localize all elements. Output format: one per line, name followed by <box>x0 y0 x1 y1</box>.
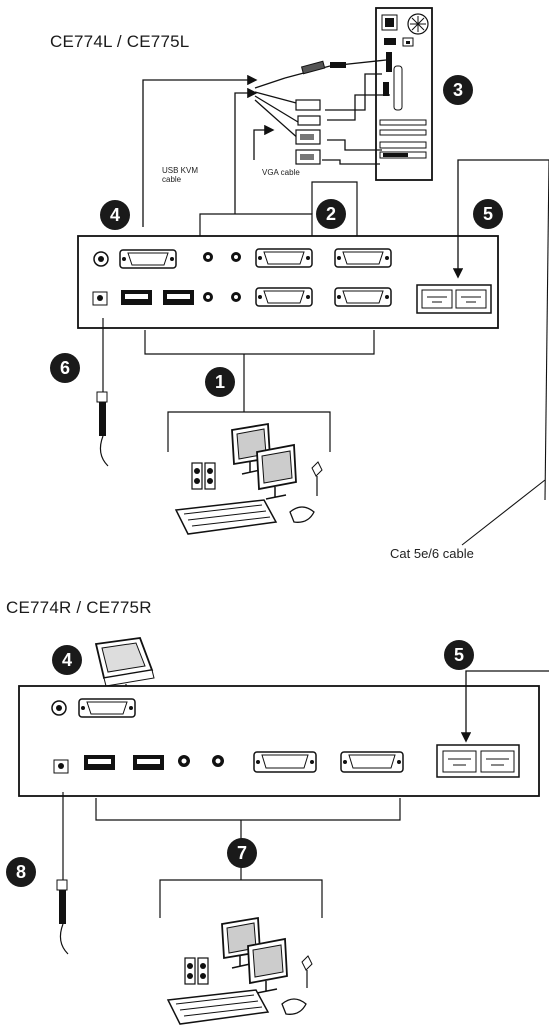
bracket-1 <box>144 330 375 452</box>
badge-3: 3 <box>443 75 473 105</box>
cat-cable-line-lower <box>461 479 546 546</box>
cable-connectors <box>295 60 346 165</box>
bottom-unit-title: CE774R / CE775R <box>6 598 152 617</box>
console-devices-bottom <box>166 916 313 1025</box>
top-unit-title: CE774L / CE775L <box>50 32 190 51</box>
badge-6: 6 <box>50 353 80 383</box>
power-cable-top <box>96 318 109 467</box>
bracket-2 <box>199 181 358 238</box>
badge-4-top: 4 <box>100 200 130 230</box>
badge-5-top: 5 <box>473 199 503 229</box>
badge-2: 2 <box>316 199 346 229</box>
badge-1: 1 <box>205 367 235 397</box>
vga-cable-label: VGA cable <box>262 168 300 177</box>
usb-kvm-cable-label: USB KVM cable <box>162 166 199 184</box>
power-cable-bottom <box>56 792 69 955</box>
badge-7: 7 <box>227 838 257 868</box>
console-devices-top <box>174 422 323 535</box>
cable-arrows <box>142 74 275 227</box>
computer-tower <box>375 7 433 181</box>
bottom-cat-arrow <box>460 670 549 743</box>
top-kvm-unit <box>77 235 499 329</box>
top-cat-arrow <box>452 159 549 279</box>
cat-cable-line-upper <box>544 159 549 501</box>
cat-cable-label: Cat 5e/6 cable <box>390 546 474 561</box>
bottom-kvm-unit <box>18 685 540 797</box>
badge-8: 8 <box>6 857 36 887</box>
badge-4-bottom: 4 <box>52 645 82 675</box>
pc-cables <box>254 59 390 165</box>
badge-5-bottom: 5 <box>444 640 474 670</box>
